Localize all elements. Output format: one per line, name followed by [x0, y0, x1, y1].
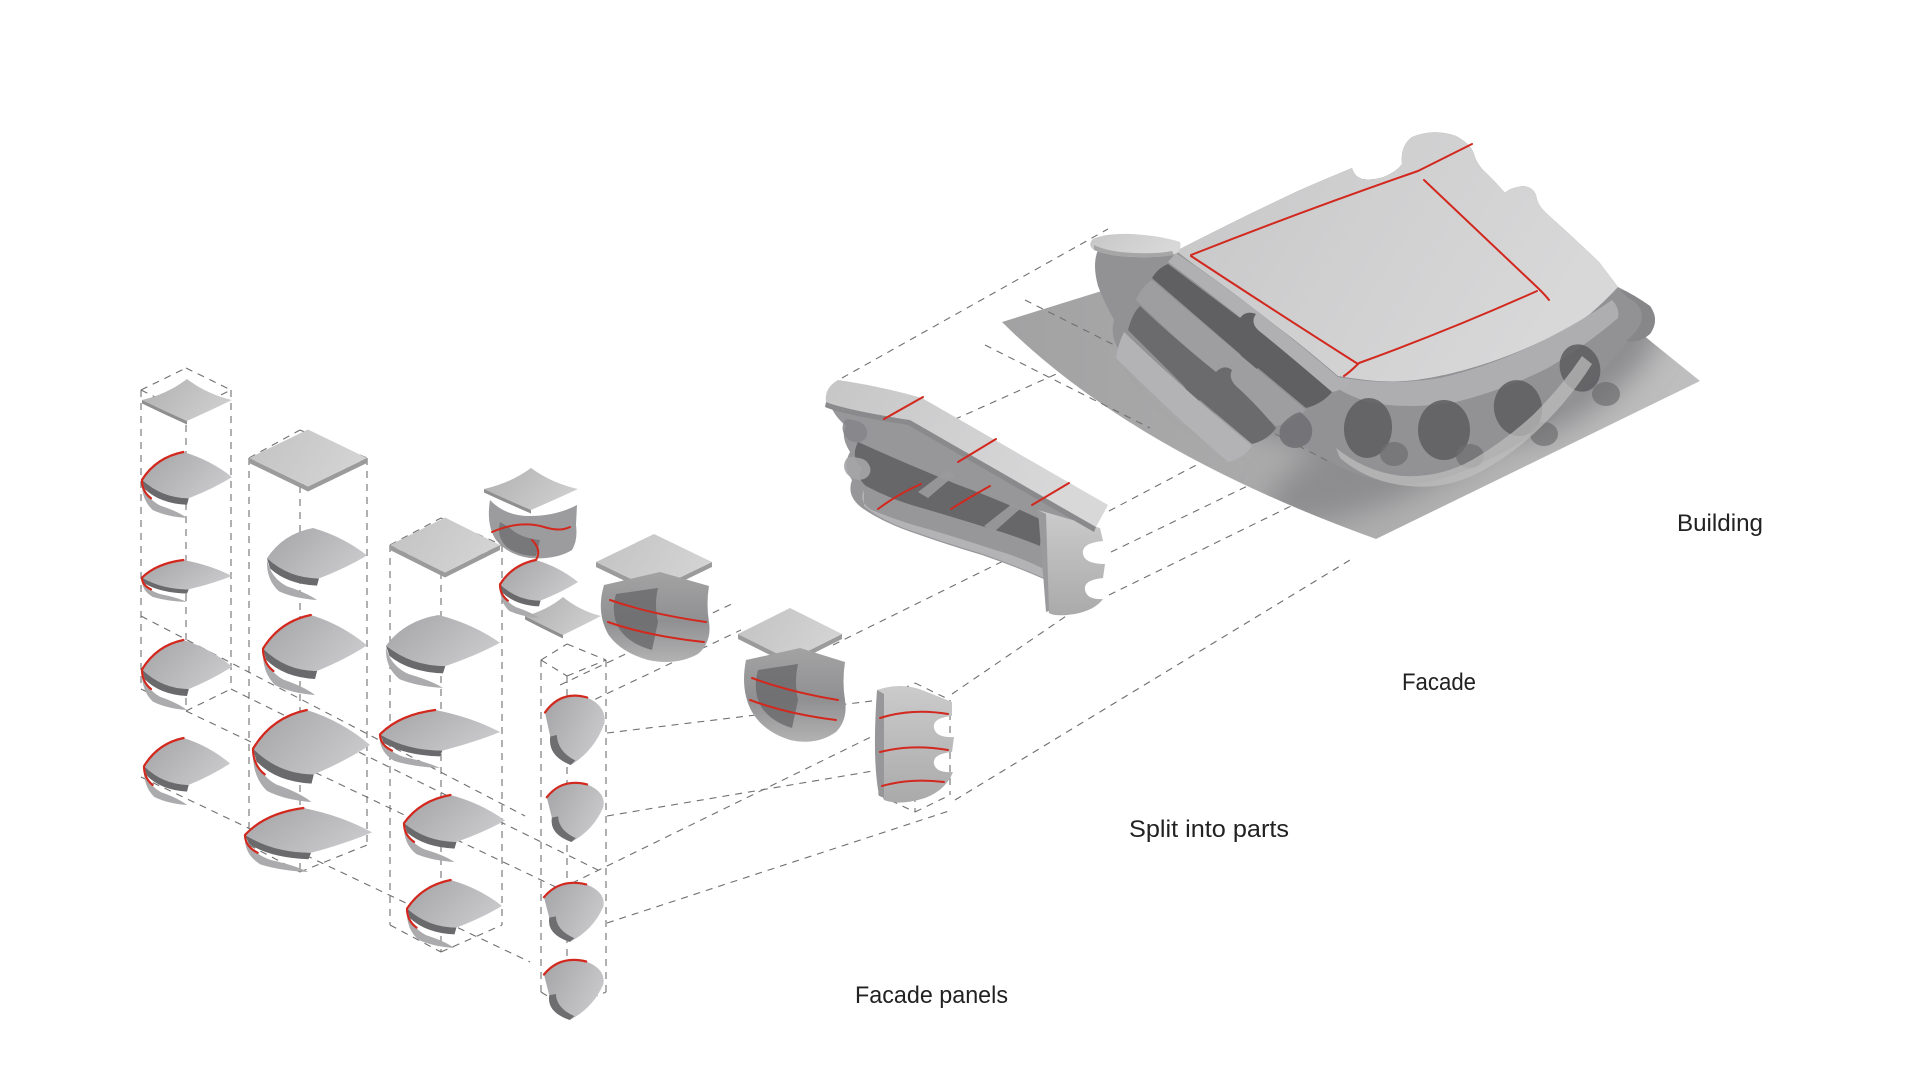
svg-text:Building: Building	[1677, 510, 1763, 537]
svg-text:Facade: Facade	[1402, 669, 1476, 696]
svg-text:Split into parts: Split into parts	[1129, 816, 1289, 843]
svg-text:Facade panels: Facade panels	[855, 982, 1008, 1009]
